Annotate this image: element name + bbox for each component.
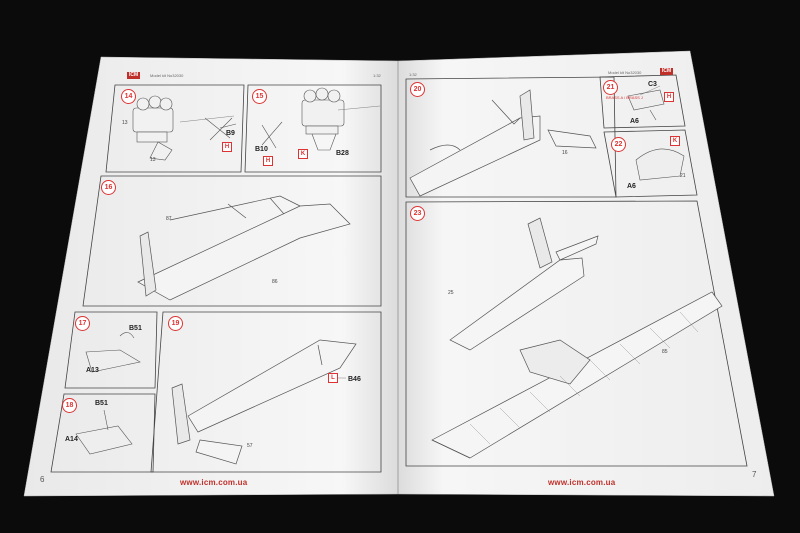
step-number-17: 17	[75, 316, 90, 331]
panel-step-16	[82, 175, 382, 307]
part-label-b10: B10	[255, 146, 268, 153]
ref-number: 21	[680, 173, 686, 179]
part-label-b28: B28	[336, 150, 349, 157]
part-label-a6-step21: A6	[630, 118, 639, 125]
marker-step15-h: H	[263, 156, 273, 166]
part-label-b51-step17: B51	[129, 325, 142, 332]
ref-number: 57	[247, 443, 253, 449]
left-model-number: Model kit No32030	[150, 73, 184, 78]
part-label-c3: C3	[648, 81, 657, 88]
part-label-b9: B9	[226, 130, 235, 137]
ref-number: 13	[150, 157, 156, 163]
right-scale: 1:32	[409, 72, 417, 77]
step-number-18: 18	[62, 398, 77, 413]
ref-number: 86	[272, 279, 278, 285]
ref-number: 85	[662, 349, 668, 355]
part-label-a14: A14	[65, 436, 78, 443]
part-label-a13: A13	[86, 367, 99, 374]
part-label-b46: B46	[348, 376, 361, 383]
brass-note: BRASS A / BRASS J	[606, 95, 643, 100]
step-number-21: 21	[603, 80, 618, 95]
right-model-number: Model kit No32030	[608, 70, 642, 75]
marker-step14: H	[222, 142, 232, 152]
ref-number: 25	[448, 290, 454, 296]
panel-step-17	[64, 311, 158, 389]
left-page-number: 6	[40, 475, 45, 484]
left-brand-logo: ICM	[127, 72, 141, 79]
left-footer-url: www.icm.com.ua	[180, 478, 248, 487]
step-number-14: 14	[121, 89, 136, 104]
part-label-a6-step22: A6	[627, 183, 636, 190]
marker-step22: K	[670, 136, 680, 146]
step-number-20: 20	[410, 82, 425, 97]
left-scale: 1:32	[373, 73, 381, 78]
right-brand-logo: ICM	[660, 68, 674, 75]
ref-number: 87	[166, 216, 172, 222]
marker-step19: L	[328, 373, 338, 383]
right-page-number: 7	[752, 470, 757, 479]
step-number-19: 19	[168, 316, 183, 331]
ref-number: 13	[122, 120, 128, 126]
panel-step-19	[150, 311, 382, 473]
panel-step-14	[105, 84, 245, 173]
ref-number: 16	[562, 150, 568, 156]
panel-step-21	[599, 74, 686, 129]
panel-step-22	[603, 129, 698, 198]
panel-step-15	[244, 84, 382, 173]
marker-step21: H	[664, 92, 674, 102]
right-footer-url: www.icm.com.ua	[548, 478, 616, 487]
step-number-23: 23	[410, 206, 425, 221]
panel-step-23	[405, 200, 748, 467]
step-number-22: 22	[611, 137, 626, 152]
part-label-b51-step18: B51	[95, 400, 108, 407]
marker-step15-k: K	[298, 149, 308, 159]
step-number-16: 16	[101, 180, 116, 195]
step-number-15: 15	[252, 89, 267, 104]
